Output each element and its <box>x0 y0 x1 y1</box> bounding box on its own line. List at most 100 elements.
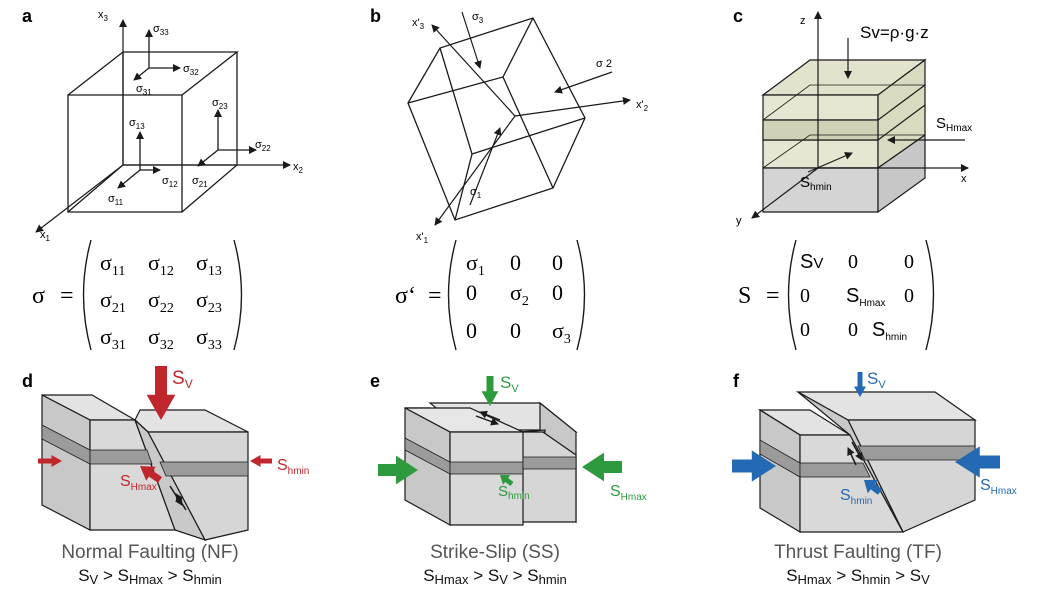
matrix-c-lhs: S <box>738 283 751 309</box>
shmin-label-f: Shmin <box>840 487 872 507</box>
shmax-label-f: SHmax <box>980 477 1017 497</box>
matrix-a-cell: σ13 <box>196 250 222 279</box>
slip-arrows-d <box>169 485 187 511</box>
order-text: SHmax > SV > Shmin <box>423 566 567 587</box>
shmax-arrow-right-e <box>582 452 622 482</box>
panel-c-label: c <box>733 6 743 26</box>
d-arrows: SV SHmax Shmin <box>38 366 309 493</box>
shmax-arrow-right-f <box>955 446 1000 478</box>
x2p-label: x'2 <box>636 99 649 113</box>
shmax-label-e: SHmax <box>610 483 647 503</box>
matrix-c-diag: SV <box>800 251 823 273</box>
matrix-b-cell: 0 <box>510 318 521 343</box>
panel-f-label: f <box>733 371 740 391</box>
y-axis <box>751 167 819 219</box>
sigma3-arrow <box>461 11 482 69</box>
matrix-b-cell: 0 <box>510 250 521 275</box>
matrix-a-cell: σ23 <box>196 287 222 316</box>
matrix-b-lhs: σ‘ <box>395 283 416 309</box>
panel-b-label: b <box>370 6 381 26</box>
fault-block-e <box>404 401 578 527</box>
matrix-a-lhs: σ <box>32 283 45 309</box>
z-label: z <box>800 15 806 27</box>
rotated-cube-b <box>407 17 586 221</box>
x2p-axis <box>514 97 631 117</box>
sv-formula: Sv=ρ·g·z <box>860 23 929 42</box>
matrix-c-zero: 0 <box>848 319 858 341</box>
matrix-c-eq: = <box>766 283 780 309</box>
x1-label: x1 <box>40 229 51 243</box>
captions: Normal Faulting (NF) Strike-Slip (SS) Th… <box>61 542 942 587</box>
caption-f-order: SHmax > Shmin > SV <box>786 566 930 587</box>
sigma11-label: σ11 <box>108 193 124 207</box>
slip-arrows-e <box>475 410 501 426</box>
order-text: SV > SHmax > Shmin <box>78 566 222 587</box>
layer-band-f <box>759 439 976 478</box>
slip-arrows-f <box>847 441 863 466</box>
matrix-a-cell: σ33 <box>196 324 222 353</box>
sv-arrow-f <box>854 372 866 397</box>
shmin-arrow-e <box>500 475 514 486</box>
matrix-b-cell: 0 <box>466 318 477 343</box>
matrix-c-zero: 0 <box>904 251 914 273</box>
matrix-b-cell: σ2 <box>510 280 529 309</box>
panel-d-label: d <box>22 371 33 391</box>
matrix-a-cell: σ21 <box>100 287 126 316</box>
shmax-label-c: SHmax <box>936 115 972 134</box>
panel-a-label: a <box>22 6 33 26</box>
x1p-label: x'1 <box>416 231 429 245</box>
shmin-arrow-c <box>807 152 853 173</box>
matrix-b-cell: σ1 <box>466 250 485 279</box>
x3-label: x3 <box>98 9 109 23</box>
layered-box-c <box>761 58 927 214</box>
stress-arrows-a <box>117 29 257 189</box>
matrix-c-zero: 0 <box>904 285 914 307</box>
sigma1-arrow <box>469 127 502 206</box>
matrix-c-zero: 0 <box>800 285 810 307</box>
sv-label-d: SV <box>172 368 193 391</box>
matrix-c-diag: Shmin <box>872 319 907 343</box>
sv-arrow-d <box>146 366 176 420</box>
shmin-arrow-right-d <box>250 455 272 467</box>
panel-b: b x'3 x'2 x'1 σ3 σ 2 σ1 σ‘ = <box>370 6 649 351</box>
x1-axis <box>35 164 124 233</box>
axes-a <box>35 19 291 233</box>
matrix-a-cell: σ12 <box>148 250 174 279</box>
sigma33-label: σ33 <box>153 23 169 37</box>
sigma2-label: σ 2 <box>596 58 612 70</box>
x2-label: x2 <box>293 161 304 175</box>
shmin-label-d: Shmin <box>277 457 309 477</box>
matrix-b-cell: 0 <box>466 280 477 305</box>
order-text: SHmax > Shmin > SV <box>786 566 930 587</box>
shmin-arrow-f <box>864 479 883 495</box>
matrix-a-eq: = <box>60 283 74 309</box>
sigma32-label: σ32 <box>183 63 199 77</box>
caption-f-title: Thrust Faulting (TF) <box>774 542 942 563</box>
panel-e-label: e <box>370 371 380 391</box>
matrix-b-cell: 0 <box>552 250 563 275</box>
sigma23-label: σ23 <box>212 97 228 111</box>
matrix-b-cell: σ3 <box>552 318 571 347</box>
matrix-a-cell: σ31 <box>100 324 126 353</box>
matrix-a-cell: σ22 <box>148 287 174 316</box>
shmin-arrow-left-d <box>38 455 62 467</box>
caption-d-title: Normal Faulting (NF) <box>61 542 238 563</box>
panel-c: c z x y Sv=ρ·g·z SHmax Shmin <box>733 6 972 351</box>
shmax-label-d: SHmax <box>120 473 157 493</box>
matrix-b-eq: = <box>428 283 442 309</box>
x-label: x <box>961 173 967 185</box>
matrix-c-zero: 0 <box>800 319 810 341</box>
caption-e-title: Strike-Slip (SS) <box>430 542 560 563</box>
shmax-arrow-left-e <box>378 455 418 485</box>
caption-d-order: SV > SHmax > Shmin <box>78 566 222 587</box>
x3p-label: x'3 <box>412 17 425 31</box>
layer-band-e <box>404 437 577 475</box>
sigma21-label: σ21 <box>192 175 208 189</box>
sigma31-label: σ31 <box>136 83 152 97</box>
